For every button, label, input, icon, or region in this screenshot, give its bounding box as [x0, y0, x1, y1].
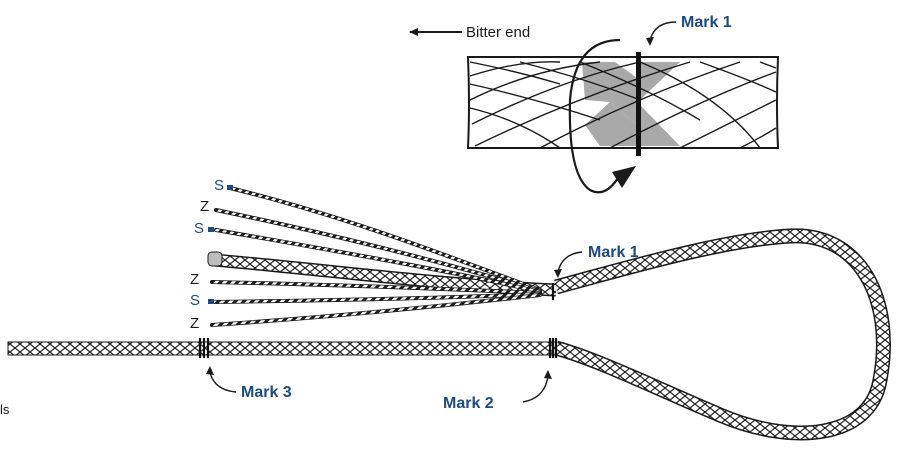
inset-shaded-strand-upper	[582, 62, 640, 128]
standing-part-rope	[7, 341, 557, 356]
inset-mark-bar	[636, 52, 641, 156]
strand-3-twist	[214, 228, 542, 294]
inset-rope-closeup: Bitter end Mark 1	[409, 14, 780, 194]
bitter-end-label: Bitter end	[466, 24, 530, 41]
strand-label-2: Z	[200, 198, 209, 215]
strand-tip-3	[208, 227, 214, 232]
eye-loop-braid	[554, 229, 890, 439]
strand-2-twist	[214, 208, 542, 293]
mark2-label: Mark 2	[443, 395, 494, 412]
mark2-arrowhead	[544, 370, 552, 379]
main-splice: S Z S Z S Z Mark 1 Mark 2 Mark 3 ls	[0, 177, 891, 441]
inset-rotation-arrowhead	[612, 166, 636, 188]
mark1-label: Mark 1	[588, 244, 639, 261]
eye-loop-rope	[554, 228, 891, 441]
strand-tip-1	[227, 185, 233, 190]
mark2-leader	[522, 375, 549, 403]
strand-label-1: S	[214, 177, 224, 194]
strand-label-6: S	[190, 292, 200, 309]
mark-ticks	[198, 283, 558, 358]
strand-tips	[208, 185, 233, 304]
core-rope-tail-braid	[213, 255, 557, 295]
inset-braid-lines	[469, 61, 777, 149]
inset-mark1-label: Mark 1	[681, 14, 732, 31]
mark1-leader	[557, 251, 583, 273]
inset-mark1-arrowhead	[646, 37, 654, 46]
strand-tip-6	[208, 299, 214, 304]
mark3-arrowhead	[206, 366, 214, 375]
fanned-strands	[210, 186, 542, 327]
edge-fragment-text: ls	[0, 402, 10, 417]
strand-labels: S Z S Z S Z	[190, 177, 224, 332]
inset-rotation-ellipse	[568, 38, 621, 194]
mark3-label: Mark 3	[241, 384, 292, 401]
strand-5-twist	[210, 280, 542, 295]
strand-label-3: S	[194, 220, 204, 237]
mark1-arrowhead	[554, 269, 562, 278]
strand-7-twist	[210, 293, 542, 327]
strand-6-twist	[210, 292, 542, 304]
strand-label-7: Z	[190, 315, 199, 332]
inset-shaded-strand-right	[640, 62, 680, 146]
strand-label-5: Z	[190, 271, 199, 288]
core-rope-cap	[207, 251, 223, 267]
strand-1-twist	[228, 186, 542, 292]
mark3-leader	[209, 371, 237, 393]
inset-mark1-leader	[649, 21, 677, 41]
inset-shaded-strand-lower	[585, 102, 640, 146]
